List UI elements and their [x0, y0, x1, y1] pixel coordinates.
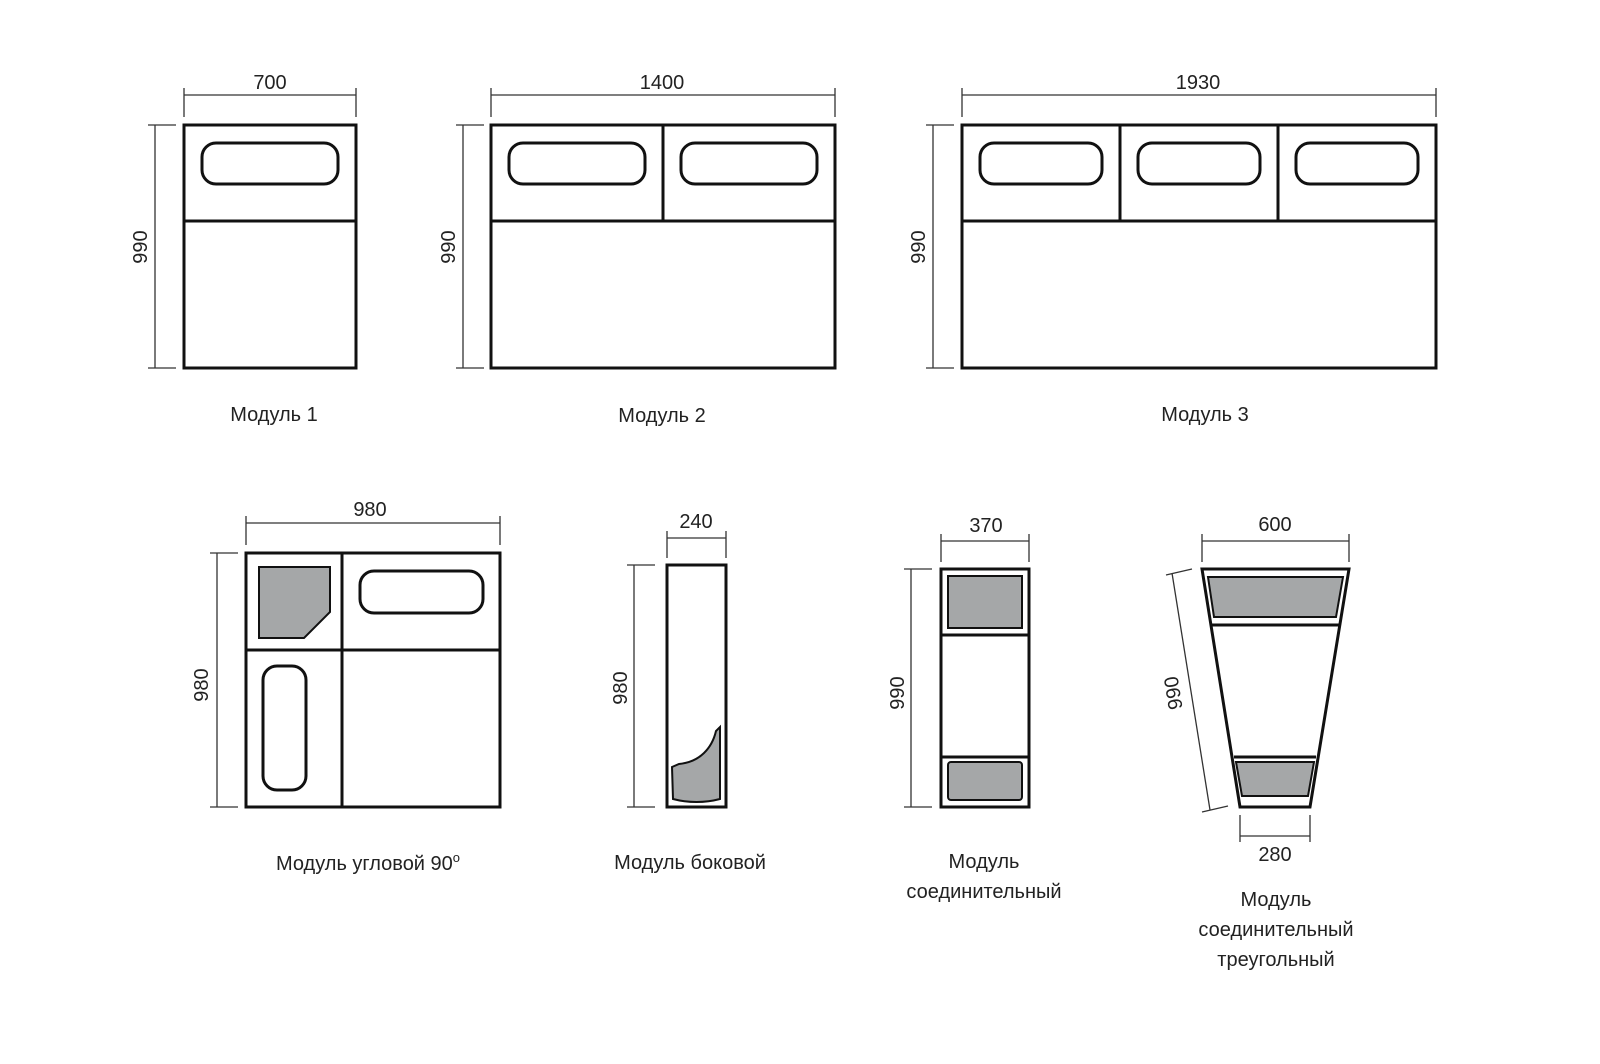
- dividers: [941, 633, 1029, 759]
- module-caption-line-3: треугольный: [1217, 949, 1334, 971]
- module-caption-line-2: соединительный: [906, 881, 1061, 903]
- module-outline: [182, 123, 358, 370]
- height-label: 990: [908, 230, 930, 263]
- module-outline: [244, 551, 502, 809]
- cushion: [1136, 141, 1262, 186]
- bottom-width-dimension: [1239, 815, 1311, 842]
- module-corner: 980 980 Модуль угловой 90о: [191, 499, 502, 875]
- module-caption: Модуль 2: [618, 405, 706, 427]
- module-caption-line-1: Модуль: [949, 851, 1020, 873]
- cushion: [358, 569, 485, 615]
- height-label: 980: [610, 671, 632, 704]
- height-label: 990: [438, 230, 460, 263]
- module-outline: [665, 563, 728, 809]
- module-outline: [939, 567, 1031, 809]
- module-2: 1400 990 Модуль 2: [438, 72, 837, 427]
- width-dimension: [666, 531, 727, 558]
- width-label: 1400: [640, 72, 685, 94]
- module-connecting-triangular: 600 990 280 Модуль соединительный треуго…: [1161, 514, 1354, 971]
- width-dimension: [1201, 534, 1350, 562]
- height-dimension: [627, 564, 655, 808]
- height-dimension: [456, 124, 484, 369]
- dividers: [1211, 623, 1340, 759]
- width-label: 370: [969, 515, 1002, 537]
- module-1: 700 990 Модуль 1: [130, 72, 358, 426]
- height-dimension: [926, 124, 954, 369]
- width-dimension: [183, 88, 357, 117]
- module-caption: Модуль 3: [1161, 404, 1249, 426]
- module-caption-line-1: Модуль: [1241, 889, 1312, 911]
- module-caption-line-2: соединительный: [1198, 919, 1353, 941]
- width-dimension: [490, 88, 836, 117]
- height-dimension: [148, 124, 176, 369]
- module-caption: Модуль 1: [230, 404, 318, 426]
- back-divider: [962, 125, 1436, 223]
- module-outline: [960, 123, 1438, 370]
- corner-cushion: [258, 566, 331, 639]
- width-dimension: [245, 516, 501, 545]
- back-cushion: [947, 575, 1023, 629]
- module-side: 240 980 Модуль боковой: [610, 511, 766, 874]
- module-caption: Модуль боковой: [614, 852, 766, 874]
- height-dimension: [210, 552, 238, 808]
- front-cushion: [947, 761, 1023, 801]
- module-3: 1930 990 Модуль 3: [908, 72, 1438, 426]
- width-label: 240: [679, 511, 712, 533]
- bottom-width-label: 280: [1258, 844, 1291, 866]
- height-label: 990: [130, 230, 152, 263]
- width-label: 1930: [1176, 72, 1221, 94]
- width-dimension: [961, 88, 1437, 117]
- cushion: [507, 141, 647, 186]
- back-cushion: [1206, 576, 1345, 618]
- height-label: 990: [1161, 675, 1188, 711]
- height-dimension: [1165, 568, 1229, 813]
- cushion: [200, 141, 340, 186]
- armrest-cushion: [670, 724, 721, 803]
- height-label: 990: [887, 676, 909, 709]
- cushion: [679, 141, 819, 186]
- back-divider: [491, 125, 835, 223]
- width-dimension: [940, 534, 1030, 562]
- cushion: [978, 141, 1104, 186]
- width-label: 700: [253, 72, 286, 94]
- module-outline: [1200, 567, 1351, 809]
- width-label: 980: [353, 499, 386, 521]
- cushion: [1294, 141, 1420, 186]
- module-caption: Модуль угловой 90о: [276, 850, 460, 875]
- cushion: [261, 664, 308, 792]
- module-connecting: 370 990 Модуль соединительный: [887, 515, 1062, 903]
- front-cushion: [1234, 761, 1316, 797]
- height-dimension: [904, 568, 932, 808]
- height-label: 980: [191, 668, 213, 701]
- dividers: [246, 553, 500, 807]
- width-label: 600: [1258, 514, 1291, 536]
